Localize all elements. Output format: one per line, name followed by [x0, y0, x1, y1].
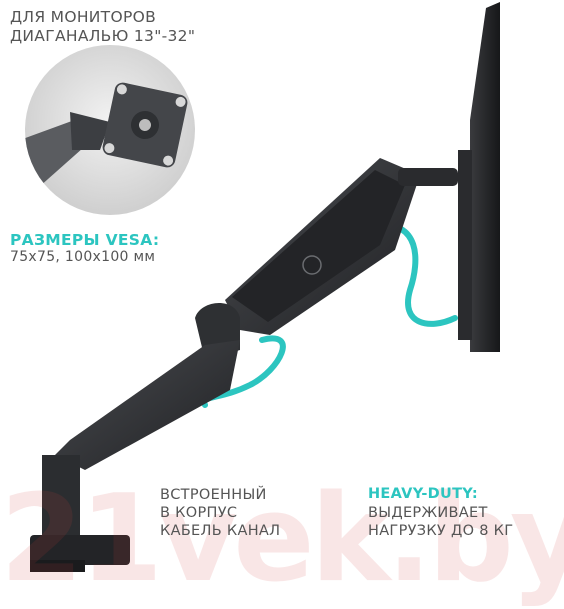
heavy-line-2: НАГРУЗКУ ДО 8 КГ: [368, 523, 514, 539]
cable-line-1: ВСТРОЕННЫЙ: [160, 487, 267, 503]
heavy-line-1: ВЫДЕРЖИВАЕТ: [368, 505, 488, 521]
cable-line-2: В КОРПУС: [160, 505, 238, 521]
gas-spring-arm: [225, 158, 458, 335]
heavy-duty-caption: ВЫДЕРЖИВАЕТ НАГРУЗКУ ДО 8 КГ: [368, 504, 513, 540]
headline: ДЛЯ МОНИТОРОВ ДИАГАНАЛЬЮ 13"-32": [10, 8, 195, 46]
lower-arm: [55, 302, 240, 470]
cable-channel-caption: ВСТРОЕННЫЙ В КОРПУС КАБЕЛЬ КАНАЛ: [160, 486, 280, 540]
vesa-detail-inset: [25, 45, 195, 215]
cable-line-3: КАБЕЛЬ КАНАЛ: [160, 523, 281, 539]
heavy-duty-title: HEAVY-DUTY:: [368, 486, 478, 502]
headline-line-2: ДИАГАНАЛЬЮ 13"-32": [10, 27, 196, 45]
vesa-sizes: 75x75, 100x100 мм: [10, 249, 156, 265]
desk-clamp: [30, 455, 130, 572]
vesa-title: РАЗМЕРЫ VESA:: [10, 231, 160, 249]
headline-line-1: ДЛЯ МОНИТОРОВ: [10, 8, 157, 26]
monitor: [458, 2, 500, 352]
